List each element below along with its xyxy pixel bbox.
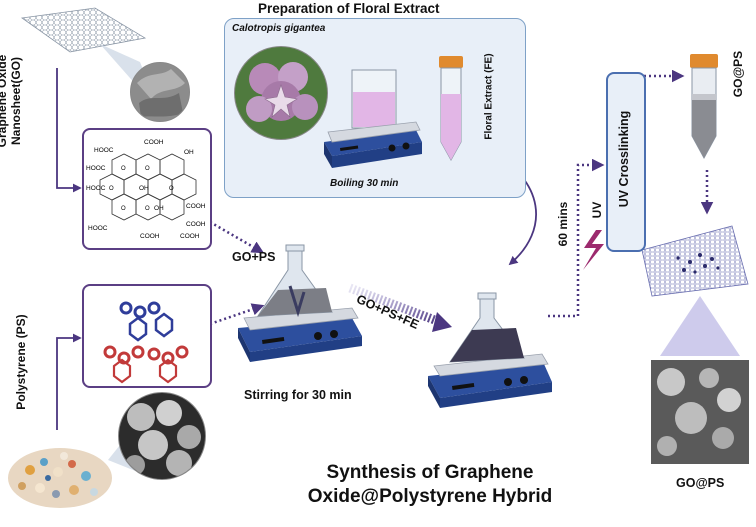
chem-group-2: COOH — [144, 139, 164, 146]
chem-group-5: OH — [139, 185, 149, 192]
go-chemical-structure: HOOC COOH HOOC OH OH OH COOH HOOC COOH H… — [86, 139, 206, 240]
chem-group-13: O — [121, 166, 126, 172]
uv-crosslinking-box — [606, 72, 646, 252]
tube-label: Floral Extract (FE) — [483, 53, 495, 140]
chem-group-18: O — [145, 206, 150, 212]
chem-group-8: HOOC — [88, 225, 108, 232]
floral-extract-tube — [439, 56, 463, 162]
magnetic-stirrer-2 — [428, 353, 552, 408]
go-ps-sheet — [641, 225, 749, 297]
uv-time-label: 60 mins — [556, 201, 570, 247]
chem-group-16: O — [169, 186, 174, 192]
zoom-cone-product — [660, 296, 740, 356]
go-ps-label: GO+PS — [232, 250, 276, 264]
arrow-mix-to-reaction — [348, 283, 452, 332]
figure-title-line1: Synthesis of Graphene — [326, 462, 534, 483]
flask-go-ps — [257, 244, 333, 318]
calotropis-flower-photo — [234, 46, 328, 140]
ps-label: Polystyrene (PS) — [14, 314, 28, 410]
chem-group-11: COOH — [180, 233, 200, 240]
chem-group-17: O — [121, 206, 126, 212]
figure-title-line2: Oxide@Polystyrene Hybrid — [307, 486, 553, 507]
arrow-ps-to-structure — [56, 333, 82, 430]
chem-group-1: HOOC — [94, 147, 114, 154]
polystyrene-structure — [103, 301, 189, 384]
product-sem-image — [651, 360, 749, 464]
go-label: Graphene Oxide Nanosheet(GO) — [0, 54, 23, 148]
ps-structure-box — [82, 284, 212, 388]
stirring-label: Stirring for 30 min — [244, 388, 352, 402]
arrow-go-to-mix — [209, 220, 265, 254]
boiling-label: Boiling 30 min — [330, 178, 399, 189]
polystyrene-beads — [8, 448, 112, 508]
uv-label: UV — [590, 201, 604, 219]
chem-group-15: O — [109, 186, 114, 192]
arrow-ps-to-mix — [209, 303, 265, 326]
panel-title: Preparation of Floral Extract — [258, 1, 440, 16]
chem-group-4: OH — [184, 149, 194, 156]
chem-group-6: OH — [154, 205, 164, 212]
product-tube — [690, 54, 718, 160]
uv-crosslinking-label: UV Crosslinking — [617, 110, 631, 208]
product-sem-label: GO@PS — [676, 476, 725, 490]
flask-go-ps-fe — [449, 292, 525, 363]
chem-group-9: COOH — [140, 233, 160, 240]
chem-group-12: COOH — [186, 221, 206, 228]
graphene-oxide-sheet — [20, 7, 147, 53]
chem-group-10: HOOC — [86, 165, 106, 172]
ps-sem-image — [118, 392, 206, 480]
lightning-icon — [583, 230, 604, 270]
go-sem-image — [130, 62, 190, 122]
go-structure-box: HOOC COOH HOOC OH OH OH COOH HOOC COOH H… — [82, 128, 212, 250]
boiling-setup — [324, 69, 422, 168]
arrow-go-to-structure — [56, 68, 82, 193]
magnetic-stirrer-1 — [238, 307, 362, 362]
product-tube-label: GO@PS — [731, 50, 745, 98]
chem-group-7: COOH — [186, 203, 206, 210]
chem-group-3: HOOC — [86, 185, 106, 192]
species-label: Calotropis gigantea — [232, 23, 326, 34]
arrow-reaction-to-uv — [548, 158, 605, 318]
chem-group-14: O — [145, 166, 150, 172]
